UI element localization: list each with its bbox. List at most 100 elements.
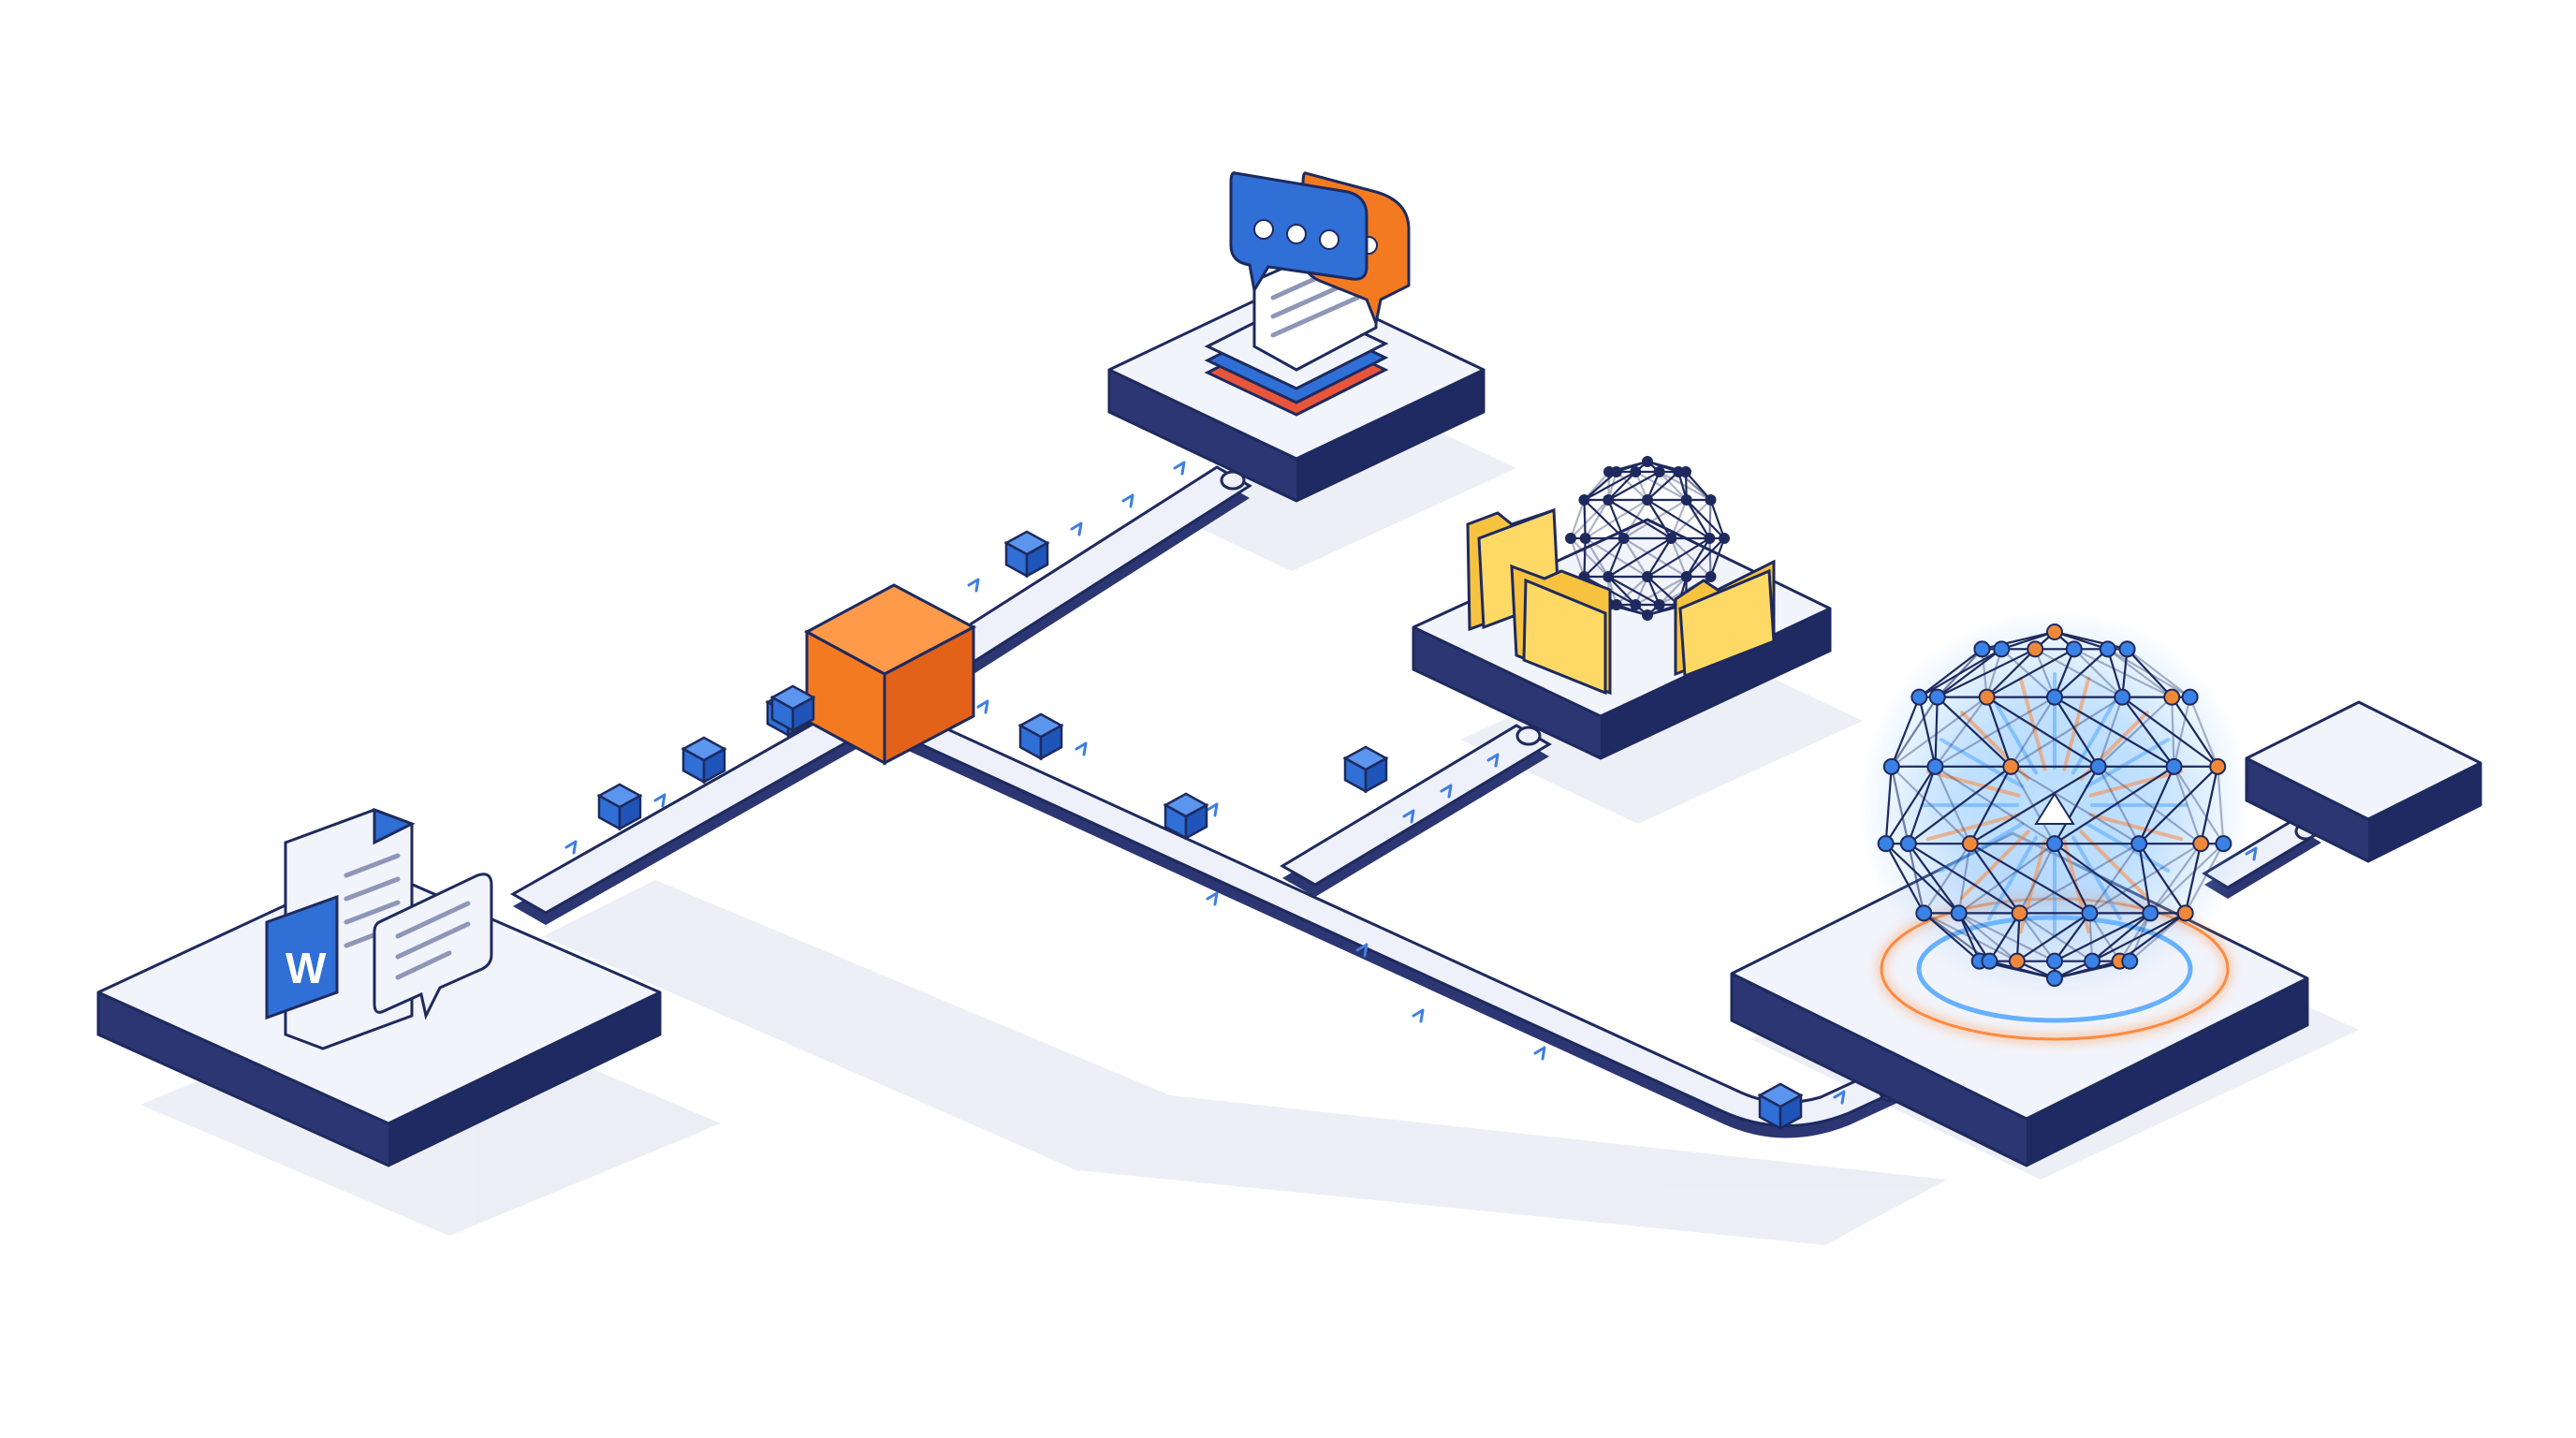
sphere-node (1630, 465, 1642, 477)
sphere-node (1928, 688, 1946, 706)
sphere-node (2209, 757, 2227, 775)
sphere-node (1680, 494, 1692, 506)
sphere-node (1653, 599, 1665, 611)
belt-arrow-icon (1833, 1090, 1846, 1105)
sphere-node (2084, 952, 2101, 970)
sphere-node (1578, 494, 1590, 506)
knowledge-platform (1412, 518, 1832, 760)
sphere-node (2130, 835, 2148, 853)
sphere-node (1642, 609, 1653, 621)
sphere-node (1603, 494, 1615, 506)
belt-arrow-icon (1173, 461, 1186, 476)
data-packet-icon (1163, 792, 1209, 841)
belt-arrow-icon (1355, 943, 1368, 958)
sphere-node (2192, 835, 2210, 853)
sphere-node (1665, 533, 1677, 544)
sphere-node (1680, 571, 1692, 582)
sphere-node (2046, 688, 2063, 706)
sphere-node (1610, 599, 1622, 611)
sphere-node (1899, 835, 1917, 853)
sphere-node (1926, 757, 1944, 775)
sphere-node (2215, 835, 2232, 853)
data-packet-icon (1003, 530, 1050, 579)
sphere-node (1973, 640, 1991, 658)
sphere-node (1642, 494, 1653, 506)
orange-cube-router-icon (803, 583, 977, 766)
sphere-node (1719, 533, 1730, 544)
chat-bubble-blue-icon (1229, 171, 1368, 295)
belt-arrow-icon (1402, 809, 1415, 824)
belt-arrow-icon (976, 699, 989, 714)
sphere-node (2011, 904, 2028, 922)
sphere-node (1705, 571, 1717, 582)
belt-arrow-icon (653, 793, 666, 808)
sphere-node (1978, 688, 1996, 706)
document-stack-icon (1204, 242, 1389, 417)
sphere-node (2176, 904, 2194, 922)
sphere-node (1579, 533, 1591, 544)
sphere-node (2165, 757, 2183, 775)
sphere-node (2099, 640, 2116, 658)
belt-arrow-icon (1533, 1046, 1546, 1061)
data-packet-icon (1757, 1082, 1804, 1131)
belt-arrow-icon (2245, 846, 2258, 861)
sphere-node (1950, 904, 1968, 922)
data-packets (596, 530, 1804, 1131)
glowing-neural-sphere-icon (1877, 624, 2232, 987)
belt-branch-to-knowledge (1280, 724, 1552, 897)
sphere-node (2002, 757, 2020, 775)
sphere-node (2163, 688, 2181, 706)
sphere-node (1877, 835, 1895, 853)
sphere-node (1961, 835, 1979, 853)
sphere-node (2181, 688, 2199, 706)
sphere-node (1705, 494, 1717, 506)
belt-arrow-icon (1486, 753, 1500, 768)
belt-arrow-icon (1070, 521, 1083, 536)
data-packet-icon (596, 783, 643, 831)
sphere-node (1882, 757, 1900, 775)
sphere-node (2118, 640, 2136, 658)
sphere-node (1642, 571, 1653, 582)
sphere-node (2114, 688, 2131, 706)
sphere-node (2027, 640, 2044, 658)
sphere-node (2046, 835, 2063, 853)
sphere-node (2081, 904, 2099, 922)
belt-arrow-icon (1206, 891, 1219, 906)
data-packet-icon (681, 736, 727, 785)
belt-arrow-icon (564, 840, 578, 855)
sphere-node (1915, 904, 1933, 922)
sphere-node (1680, 465, 1691, 477)
sphere-node (1603, 571, 1615, 582)
output-platform (2245, 700, 2482, 863)
sphere-node (2089, 757, 2107, 775)
sphere-node (1565, 533, 1576, 544)
belt-arrow-icon (1121, 493, 1134, 508)
data-packet-icon (769, 684, 816, 733)
sphere-node (1704, 533, 1716, 544)
sphere-node (1617, 533, 1630, 544)
sphere-node (2121, 952, 2139, 970)
data-packet-icon (1342, 745, 1389, 794)
belt-arrow-icon (1206, 802, 1219, 817)
sphere-node (1910, 688, 1928, 706)
folder-icon (1674, 559, 1776, 679)
sphere-node (2046, 624, 2063, 640)
sphere-node (2046, 970, 2063, 987)
sphere-nodes (1877, 624, 2232, 987)
belt-arrow-icon (1075, 741, 1088, 756)
sphere-node (1642, 456, 1653, 467)
comment-bubble-icon (373, 873, 493, 1020)
sphere-node (1653, 465, 1665, 477)
sphere-node (2142, 904, 2159, 922)
belt-arrow-icon (1440, 784, 1453, 799)
sphere-core-icon (2034, 792, 2075, 825)
geodesic-sphere-icon (1565, 456, 1730, 621)
sphere-node (2065, 640, 2083, 658)
sphere-node (1993, 640, 2011, 658)
belt-arrow-icon (1412, 1008, 1425, 1023)
word-letter: W (285, 944, 327, 992)
folder-icon (1510, 564, 1612, 696)
sphere-node (1630, 599, 1642, 611)
sphere-node (2046, 952, 2063, 970)
